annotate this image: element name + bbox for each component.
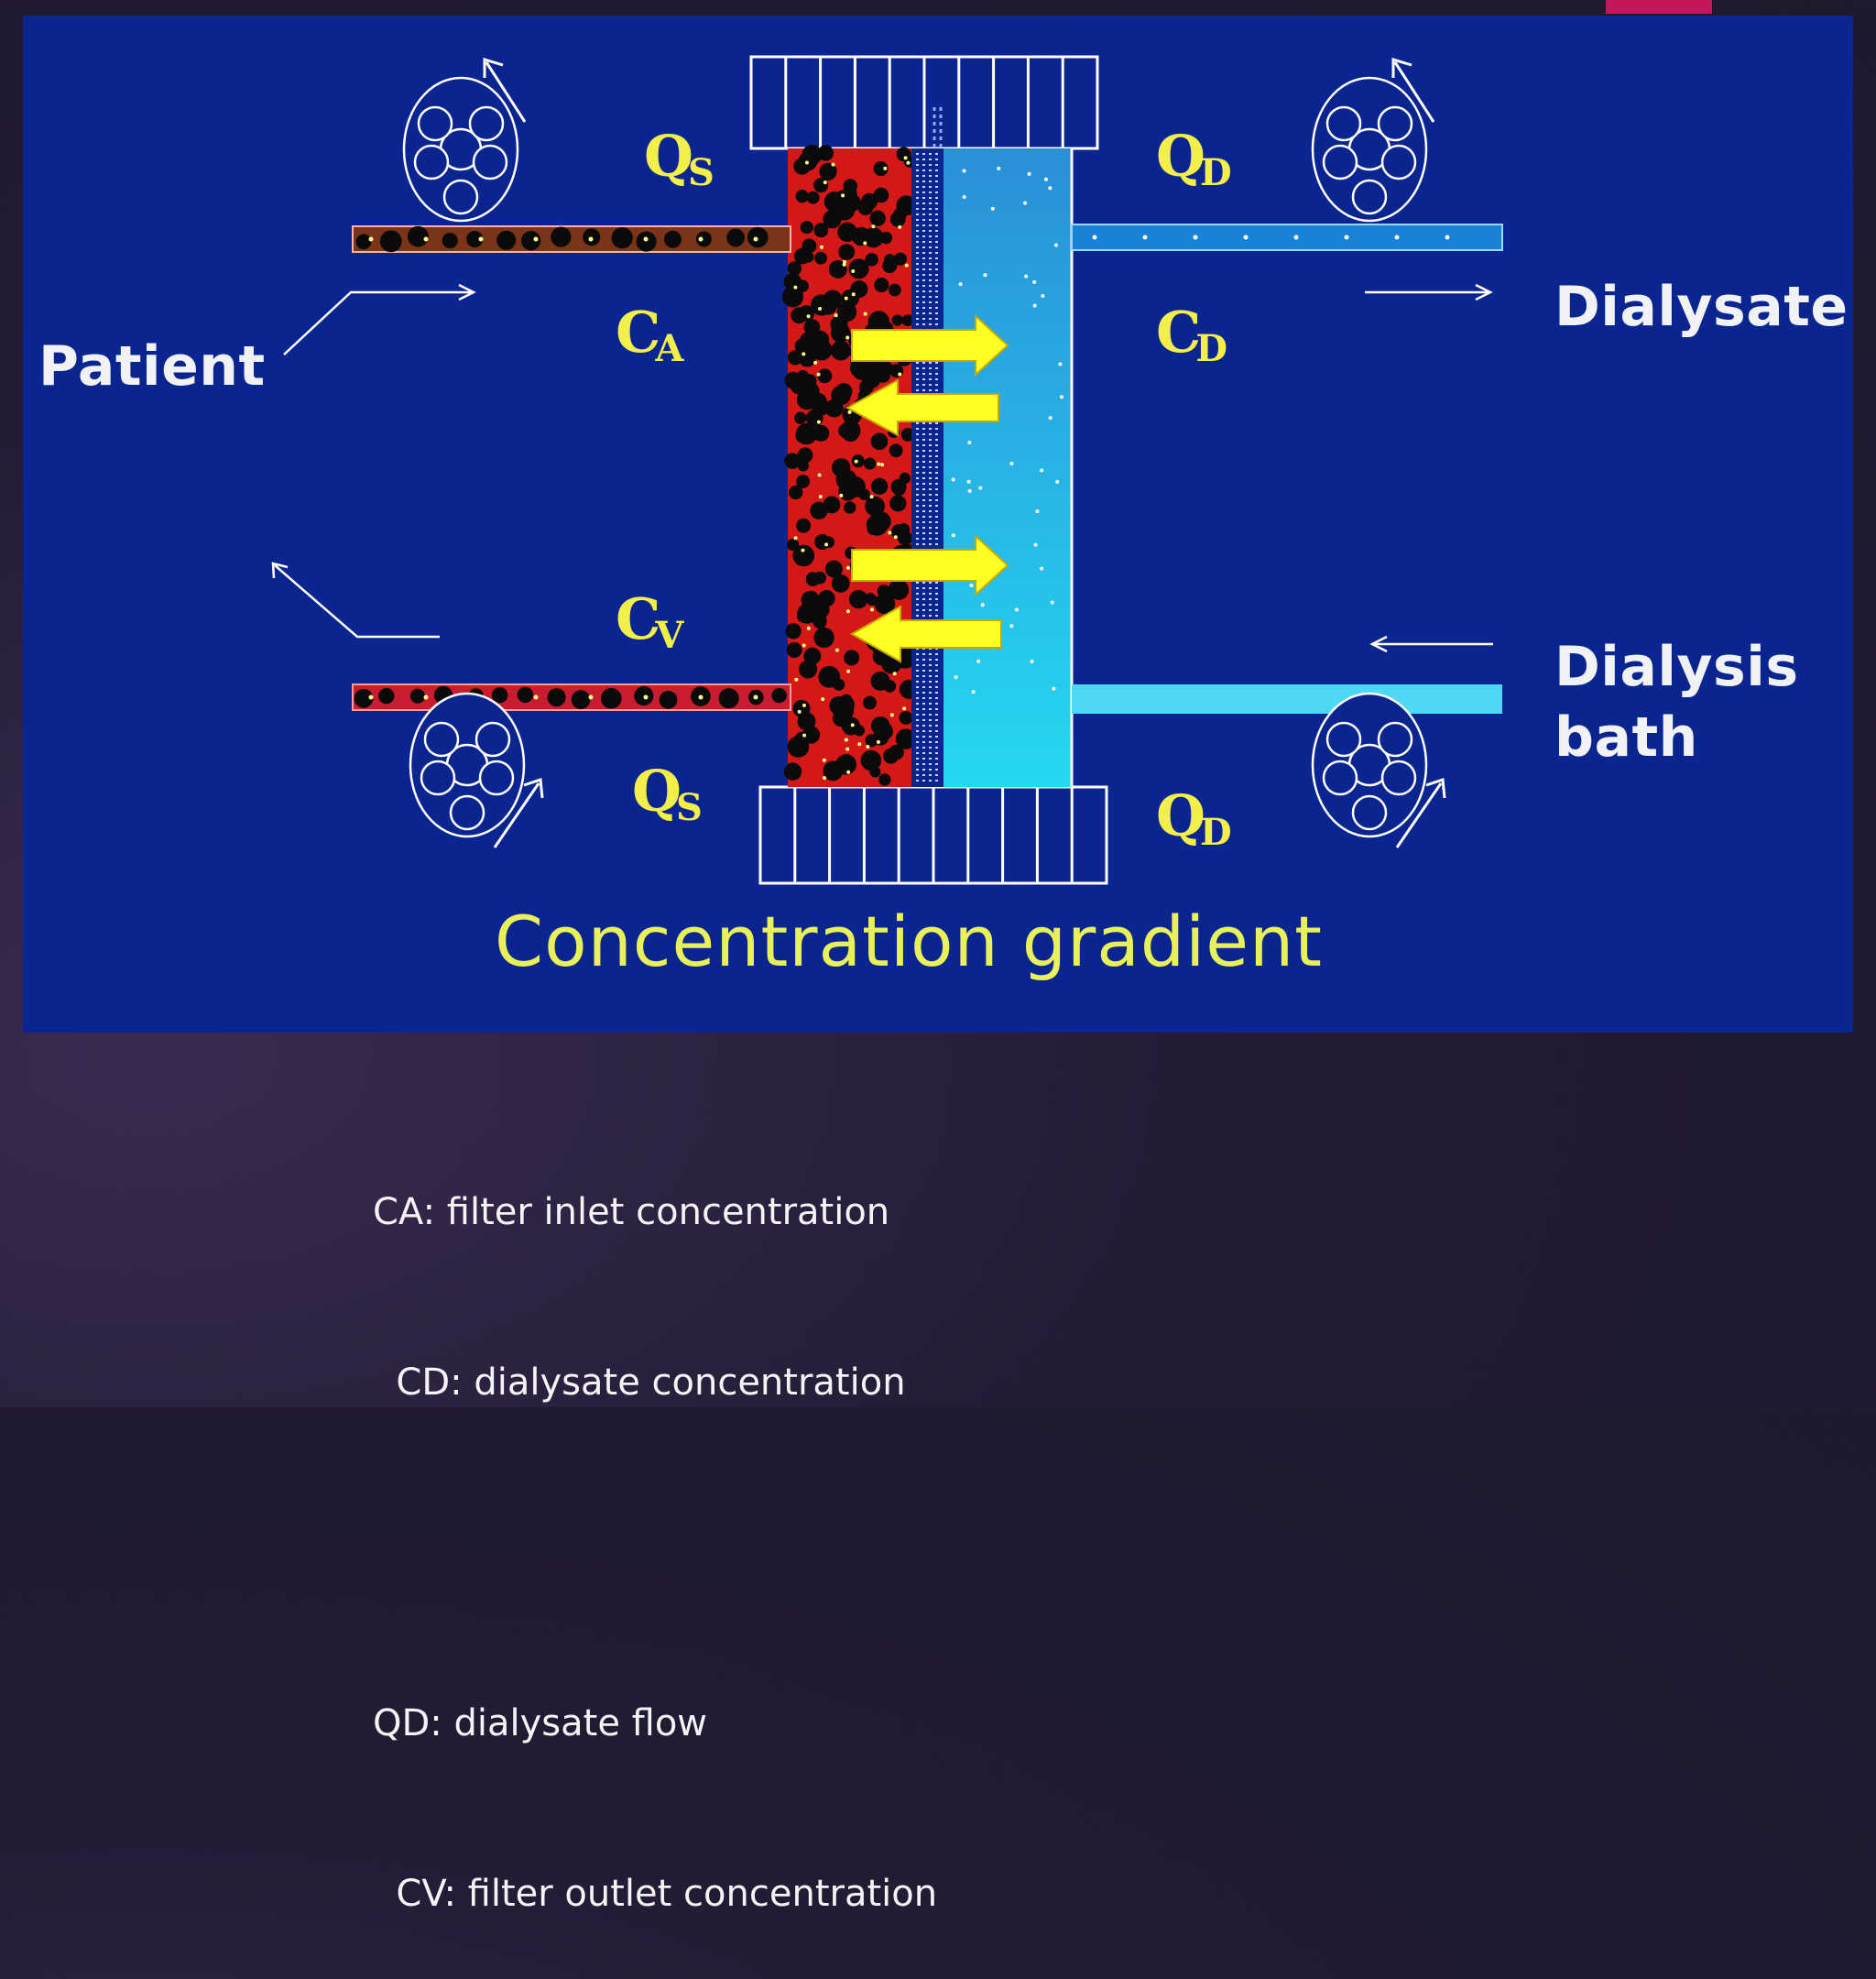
- dialysate-pump-bottom: [1311, 692, 1446, 848]
- arterial-line: [352, 225, 791, 253]
- dialysate-pump-top: [1311, 57, 1435, 223]
- arrow-left-icon: [845, 378, 999, 437]
- venous-line: [352, 683, 791, 711]
- note-qd: QD: dialysate flow: [373, 1702, 708, 1744]
- dialysate-compartment: [943, 148, 1072, 787]
- dialysis-bath-label-2: bath: [1554, 705, 1698, 770]
- note-spacer: [373, 1525, 937, 1581]
- flow-arrows: [271, 283, 1493, 653]
- top-cap: [749, 55, 1099, 150]
- dialysate-outlet-line: [1071, 224, 1503, 251]
- qs-top-label: QS: [644, 123, 714, 194]
- arrow-to-filter-icon: [283, 290, 472, 355]
- note-cv: CV: filter outlet concentration: [373, 1873, 938, 1915]
- cd-label: CD: [1156, 299, 1228, 370]
- dialysate-inlet-line: [1072, 684, 1502, 714]
- rotation-arrow-icon: [483, 57, 527, 123]
- arrow-to-patient-icon: [274, 564, 440, 639]
- dialysis-diagram: [271, 55, 1503, 885]
- ca-label: CA: [616, 299, 684, 370]
- bottom-cap: [758, 785, 1108, 885]
- patient-label: Patient: [38, 334, 266, 399]
- legend-notes: CA: filter inlet concentration CD: dialy…: [373, 1070, 937, 1979]
- qd-top-label: QD: [1156, 123, 1232, 194]
- arrow-right-icon: [851, 533, 1009, 597]
- qd-bottom-label: QD: [1156, 782, 1232, 854]
- rotation-arrow-icon: [1395, 777, 1446, 848]
- accent-bar: [1606, 0, 1712, 14]
- rotation-arrow-icon: [493, 777, 544, 848]
- arrow-right-icon: [851, 313, 1009, 377]
- gradient-caption: Concentration gradient: [495, 901, 1323, 982]
- blood-cells: [781, 145, 919, 786]
- blood-pump-top: [402, 57, 527, 223]
- note-ca: CA: filter inlet concentration: [373, 1191, 890, 1233]
- dialysis-bath-label-1: Dialysis: [1554, 635, 1799, 699]
- dialysate-label: Dialysate: [1554, 275, 1849, 339]
- qs-bottom-label: QS: [632, 758, 703, 829]
- arrow-left-icon: [849, 605, 1002, 663]
- blood-pump-bottom: [409, 692, 544, 848]
- note-cd: CD: dialysate concentration: [373, 1361, 906, 1404]
- diffusion-arrows: [845, 313, 1009, 663]
- rotation-arrow-icon: [1391, 57, 1435, 123]
- cv-label: CV: [616, 585, 684, 657]
